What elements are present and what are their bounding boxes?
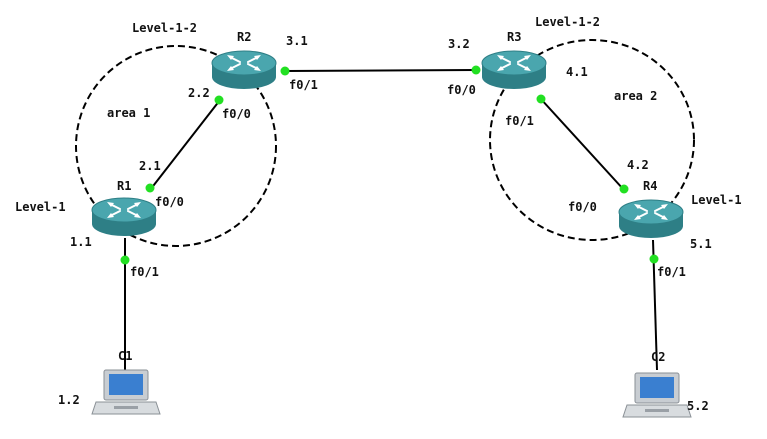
pc-c1-name: C1 [118, 349, 132, 363]
r3-r4-ip-r3: 4.1 [566, 65, 588, 79]
router-r3-level: Level-1-2 [535, 15, 600, 29]
pc-c2-name: C2 [651, 350, 665, 364]
pc-c1[interactable] [91, 369, 161, 415]
router-r2[interactable] [211, 50, 277, 90]
router-r3-name: R3 [507, 30, 521, 44]
r1-c1-ip: 1.1 [70, 235, 92, 249]
r3-r4-if-r3: f0/1 [505, 114, 534, 128]
port-dot-r4-f0-1 [649, 254, 659, 264]
r1-c1-if: f0/1 [130, 265, 159, 279]
r4-c2-ip: 5.1 [690, 237, 712, 251]
area-2-label: area 2 [614, 89, 657, 103]
router-r4-level: Level-1 [691, 193, 742, 207]
port-dot-r3-f0-1 [536, 94, 546, 104]
router-r3[interactable] [481, 50, 547, 90]
pc-c2-ip: 5.2 [687, 399, 709, 413]
port-dot-r2-f0-0 [214, 95, 224, 105]
r2-r3-ip-r2: 3.1 [286, 34, 308, 48]
port-dot-r2-f0-1 [280, 66, 290, 76]
link-r2-r3 [284, 69, 477, 72]
router-r4[interactable] [618, 199, 684, 239]
router-r1-name: R1 [117, 179, 131, 193]
r1-r2-ip-r1: 2.1 [139, 159, 161, 173]
link-r3-r4 [539, 97, 625, 191]
r2-r3-ip-r3: 3.2 [448, 37, 470, 51]
router-r2-level: Level-1-2 [132, 21, 197, 35]
router-r1[interactable] [91, 197, 157, 237]
router-r1-level: Level-1 [15, 200, 66, 214]
pc-c1-ip: 1.2 [58, 393, 80, 407]
area-2-boundary [489, 39, 695, 241]
port-dot-r3-f0-0 [471, 65, 481, 75]
r1-r2-if-r1: f0/0 [155, 195, 184, 209]
r4-c2-if: f0/1 [657, 265, 686, 279]
r2-r3-if-r3: f0/0 [447, 83, 476, 97]
area-1-label: area 1 [107, 106, 150, 120]
router-r2-name: R2 [237, 30, 251, 44]
r2-r3-if-r2: f0/1 [289, 78, 318, 92]
port-dot-r1-f0-0 [145, 183, 155, 193]
router-r4-name: R4 [643, 179, 657, 193]
r3-r4-ip-r4: 4.2 [627, 158, 649, 172]
pc-c2[interactable] [622, 372, 692, 418]
port-dot-r1-f0-1 [120, 255, 130, 265]
port-dot-r4-f0-0 [619, 184, 629, 194]
area-1-boundary [75, 45, 277, 247]
r1-r2-ip-r2: 2.2 [188, 86, 210, 100]
r1-r2-if-r2: f0/0 [222, 107, 251, 121]
r3-r4-if-r4: f0/0 [568, 200, 597, 214]
link-r1-r2 [149, 99, 221, 191]
